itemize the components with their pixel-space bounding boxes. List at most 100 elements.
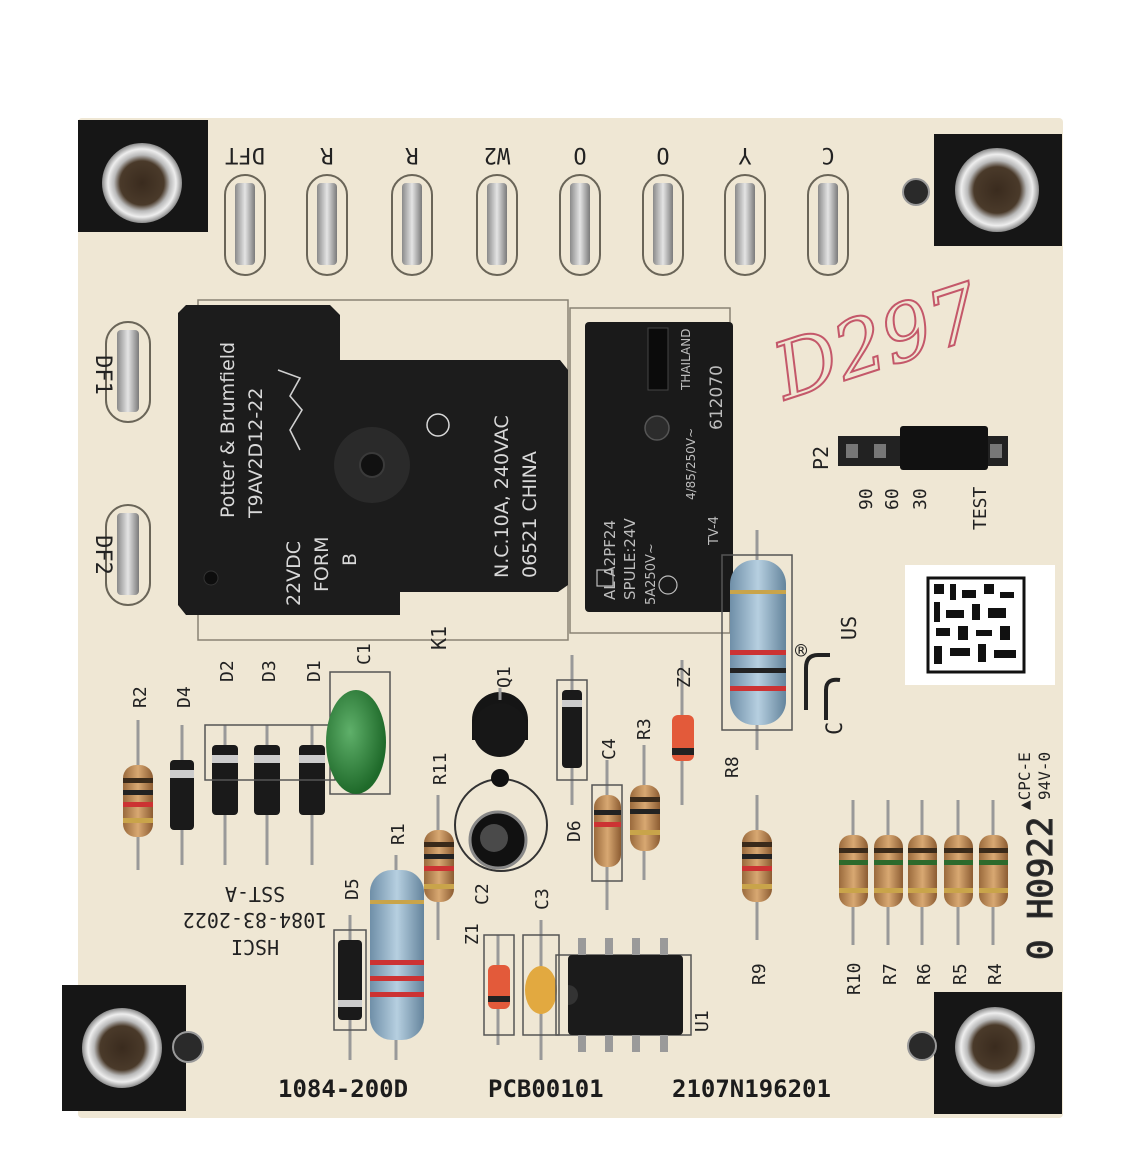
relay-k2-type: TV-4 (707, 516, 722, 546)
terminal-label-df2: DF2 (90, 535, 115, 575)
ref-r7: R7 (880, 963, 901, 985)
ref-r4: R4 (985, 963, 1006, 985)
terminal-label-df1: DF1 (90, 355, 115, 395)
ref-c1: C1 (354, 643, 375, 665)
resistor-r8 (721, 530, 793, 750)
ref-r9: R9 (749, 963, 770, 985)
jumper-position-30: 30 (910, 488, 931, 510)
diode-d5 (333, 915, 367, 1060)
terminal-label-o2: O (656, 142, 669, 167)
ref-r8: R8 (722, 756, 743, 778)
ref-c2: C2 (472, 883, 493, 905)
relay-k2-lot: 612070 (707, 365, 727, 430)
model-line-sst: SST-A (225, 882, 285, 906)
part-number: 1084-200D (278, 1075, 408, 1103)
terminal-label-dft: DFT (225, 142, 265, 167)
relay-k2-coil: SPULE:24V (621, 517, 639, 600)
relay-k1-brand: Potter & Brumfield (217, 342, 239, 518)
ref-u1: U1 (692, 1010, 713, 1032)
ref-d6: D6 (564, 820, 585, 842)
relay-k1-lot: 06521 CHINA (519, 451, 541, 578)
capacitor-c1 (326, 671, 391, 795)
relay-k1-form-b: B (339, 553, 361, 566)
reference-designators: R2 D4 D2 D3 D1 C1 Q1 Z2 R11 C4 R3 D6 R8 … (130, 643, 1006, 1032)
mounting-hole-top-left (102, 143, 182, 223)
model-line-hsci: HSCI (231, 935, 279, 959)
mounting-holes (82, 143, 1039, 1088)
terminal-label-r2: R (405, 142, 419, 167)
jumper-position-90: 90 (856, 488, 877, 510)
terminal-label-w2: W2 (484, 142, 511, 167)
datamatrix-sticker (905, 565, 1055, 685)
ul-us: US (837, 616, 861, 640)
ref-d5: D5 (342, 878, 363, 900)
resistor-r1 (370, 855, 424, 1060)
relay-k1-form: FORM (311, 537, 333, 592)
relay-k2: AL A2PF24 SPULE:24V 5A250V~ THAILAND 4/8… (569, 307, 733, 634)
ic-u1 (555, 938, 692, 1052)
ref-d4: D4 (174, 686, 195, 708)
top-spade-terminals (224, 174, 849, 276)
top-terminal-labels: DFT R R W2 O O Y C (225, 142, 835, 167)
ref-r10: R10 (844, 962, 865, 995)
transistor-q1 (472, 688, 528, 757)
serial-number: 2107N196201 (672, 1075, 831, 1103)
jumper-position-test: TEST (970, 486, 991, 530)
mounting-hole-bottom-right (955, 1007, 1035, 1087)
zener-z1 (483, 934, 515, 1045)
ref-r6: R6 (914, 963, 935, 985)
jumper-p2: P2 90 60 30 TEST (809, 426, 1008, 530)
mounting-hole-top-right (955, 148, 1039, 232)
relay-k1-voltage: 22VDC (283, 541, 305, 606)
ref-r5: R5 (950, 963, 971, 985)
ul-registered: ® (795, 639, 808, 663)
relay-k2-code: AL A2PF24 (601, 520, 619, 600)
resistor-r11 (424, 795, 454, 940)
ref-z1: Z1 (462, 923, 483, 945)
relay-k1-rating: N.C.10A, 240VAC (491, 415, 513, 578)
ref-d2: D2 (217, 660, 238, 682)
resistor-bank (839, 800, 1008, 945)
jumper-p2-label: P2 (809, 446, 833, 470)
pcb-code: PCB00101 (488, 1075, 604, 1103)
ref-r11: R11 (430, 752, 451, 785)
ref-q1: Q1 (494, 666, 515, 688)
ref-c3: C3 (532, 888, 553, 910)
capacitor-c3 (522, 920, 560, 1060)
relay-k2-rating: 5A250V~ (644, 543, 659, 605)
terminal-label-o1: O (573, 142, 586, 167)
resistor-c4-pos (591, 760, 623, 910)
mounting-hole-bottom-left (82, 1008, 162, 1088)
model-line-number: 1084-83-2022 (183, 908, 328, 932)
terminal-label-y: Y (738, 142, 751, 167)
ul-mark: ® C US (795, 616, 861, 735)
side-terminals: DF1 DF2 (90, 321, 151, 606)
ref-d3: D3 (259, 660, 280, 682)
resistor-r9 (742, 795, 772, 940)
ul-c: C (823, 722, 848, 735)
model-text: HSCI 1084-83-2022 SST-A (183, 882, 328, 959)
ref-r3: R3 (634, 718, 655, 740)
cpc-line-2: 94V-0 (1035, 752, 1054, 800)
ref-r1: R1 (388, 823, 409, 845)
cpc-line-1: ▲CPC-E (1015, 752, 1034, 810)
diode-d6 (556, 655, 588, 805)
capacitor-c2 (454, 769, 548, 872)
relay-k2-rating2: 4/85/250V~ (684, 428, 698, 500)
terminal-label-c: C (821, 142, 834, 167)
terminal-label-r1: R (320, 142, 334, 167)
relay-k1-model: T9AV2D12-22 (245, 388, 267, 519)
resistor-r2 (123, 720, 153, 870)
diode-bank (170, 724, 336, 865)
resistor-r3 (630, 745, 660, 880)
ref-z2: Z2 (674, 666, 695, 688)
relay-k2-country: THAILAND (679, 329, 693, 392)
relay-k1-ref: K1 (427, 626, 451, 650)
ref-c4: C4 (599, 738, 620, 760)
ref-r2: R2 (130, 686, 151, 708)
zener-z2 (672, 660, 694, 805)
date-code: 0 H0922 (1021, 817, 1061, 960)
ref-d1: D1 (304, 660, 325, 682)
relay-k1: Potter & Brumfield T9AV2D12-22 22VDC FOR… (178, 299, 569, 650)
